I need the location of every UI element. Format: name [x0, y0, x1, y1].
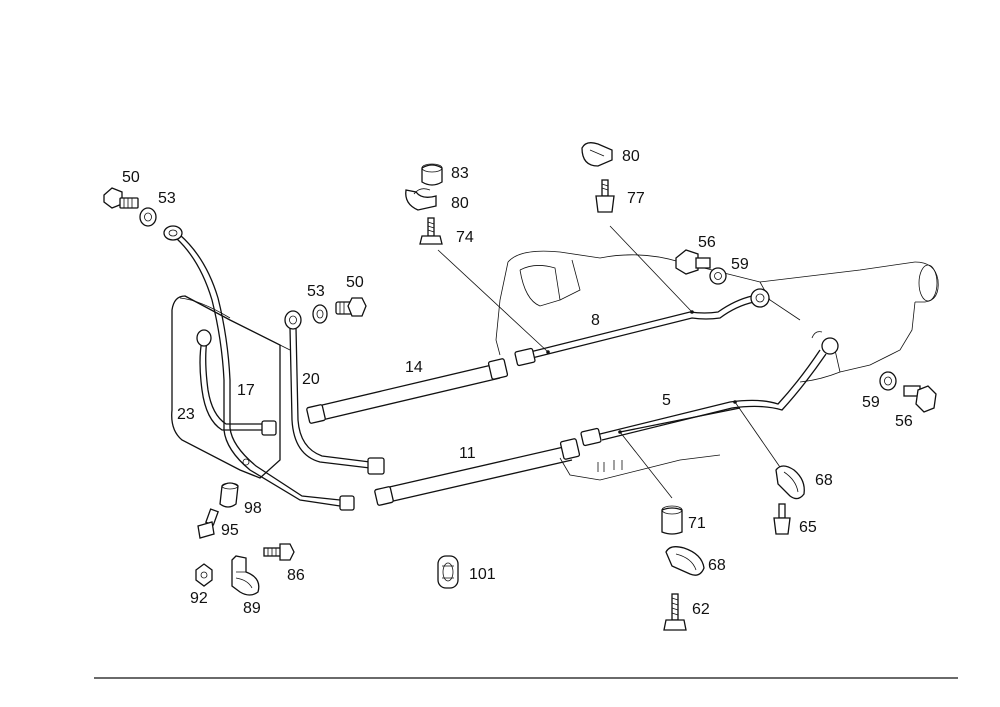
line-nut-icon [339, 495, 355, 511]
callout-23: 23 [177, 406, 195, 423]
hose-11 [374, 438, 581, 506]
callout-8: 8 [591, 312, 600, 329]
banjo-bolt-50b-icon [335, 297, 367, 317]
oil-line-23 [196, 329, 277, 436]
sealing-washer-53-icon [139, 207, 157, 227]
leader-lines [437, 225, 783, 499]
callout-98: 98 [244, 500, 262, 517]
callout-77: 77 [627, 190, 645, 207]
callout-86: 86 [287, 567, 305, 584]
bolt-77-icon [595, 179, 615, 213]
sealing-washer-59-icon [709, 267, 727, 285]
callout-80-top-right: 80 [622, 148, 640, 165]
callout-14: 14 [405, 359, 423, 376]
callout-62: 62 [692, 601, 710, 618]
callout-53-middle: 53 [307, 283, 325, 300]
banjo-bolt-50-icon [103, 187, 139, 209]
callout-20: 20 [302, 371, 320, 388]
banjo-bolt-56-icon [675, 249, 711, 275]
callout-50: 50 [122, 169, 140, 186]
callout-101: 101 [469, 566, 496, 583]
bolt-65-icon [773, 503, 791, 535]
hose-clamp-68b-icon [665, 546, 705, 576]
callout-65: 65 [799, 519, 817, 536]
callout-74: 74 [456, 229, 474, 246]
spacer-98-icon [219, 482, 239, 508]
callout-68-lower: 68 [708, 557, 726, 574]
callout-83: 83 [451, 165, 469, 182]
callout-50-middle: 50 [346, 274, 364, 291]
callout-56-right: 56 [895, 413, 913, 430]
rubber-bushing-71-icon [661, 505, 683, 535]
banjo-bolt-56b-icon [903, 385, 937, 413]
callout-56: 56 [698, 234, 716, 251]
oil-line-20 [284, 310, 385, 475]
hose-clamp-80-icon [405, 188, 437, 211]
callout-71: 71 [688, 515, 706, 532]
sealing-washer-59b-icon [879, 371, 897, 391]
oil-line-5 [580, 331, 839, 447]
callout-5: 5 [662, 392, 671, 409]
callout-11: 11 [459, 445, 476, 462]
bolt-86-icon [263, 543, 295, 561]
callout-59: 59 [731, 256, 749, 273]
banjo-fitting-icon [163, 225, 183, 241]
nut-92-icon [195, 563, 213, 587]
oil-cooler-panel [171, 295, 291, 479]
grommet-101-icon [437, 555, 459, 589]
callout-95: 95 [221, 522, 239, 539]
bolt-62-icon [663, 593, 687, 631]
rubber-bushing-83-icon [421, 163, 443, 186]
callout-89: 89 [243, 600, 261, 617]
callout-53: 53 [158, 190, 176, 207]
bolt-95-icon [197, 508, 219, 539]
callout-numbers: 50 53 83 80 74 80 77 56 59 53 50 8 14 20… [122, 148, 913, 618]
hose-14 [306, 358, 509, 424]
callout-80: 80 [451, 195, 469, 212]
bolt-74-icon [419, 217, 443, 245]
callout-68: 68 [815, 472, 833, 489]
sealing-washer-53b-icon [312, 304, 328, 324]
callout-17: 17 [237, 382, 255, 399]
oil-line-17 [163, 225, 355, 511]
clamp-89-icon [231, 555, 260, 596]
hose-clamp-80b-icon [581, 142, 613, 167]
oil-line-8 [514, 288, 770, 367]
hose-clamp-68-icon [775, 465, 805, 500]
callout-59-right: 59 [862, 394, 880, 411]
callout-92: 92 [190, 590, 208, 607]
